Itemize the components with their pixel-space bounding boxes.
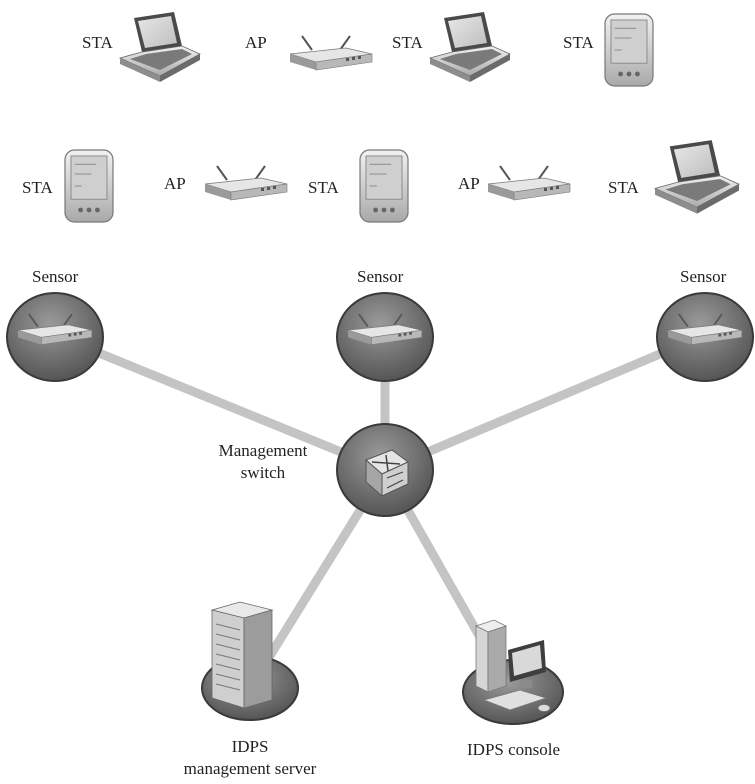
pda-icon [64,149,114,223]
ap-label: AP [164,174,186,193]
laptop-icon [429,11,511,83]
sta-label: STA [563,33,594,52]
sensor-label: Sensor [357,267,404,286]
access-point-icon [289,35,373,71]
sensor-label: Sensor [32,267,79,286]
pda-icon [359,149,409,223]
switch-label-line2: switch [240,463,286,482]
ap-label: AP [458,174,480,193]
access-point-icon [487,165,571,201]
sensor-icon [656,292,754,382]
sta-label: STA [392,33,423,52]
workstation-icon [462,619,564,725]
server-icon [201,601,299,721]
sta-label: STA [22,178,53,197]
laptop-icon [119,11,201,83]
switch-label: Management switch [198,440,328,484]
sta-label: STA [308,178,339,197]
sensor-icon [6,292,104,382]
ap-label: AP [245,33,267,52]
link-sensor-left [50,330,390,475]
link-sensor-right [380,330,710,475]
access-point-icon [204,165,288,201]
switch-icon [336,423,434,517]
sensor-icon [336,292,434,382]
laptop-icon [654,139,740,215]
server-label-line2: management server [183,759,317,778]
pda-icon [604,13,654,87]
server-label: IDPS management server [140,736,360,780]
switch-label-line1: Management [218,441,308,460]
sensor-label: Sensor [680,267,727,286]
console-label: IDPS console [467,740,561,759]
sta-label: STA [608,178,639,197]
sta-label: STA [82,33,113,52]
server-label-line1: IDPS [231,737,269,756]
